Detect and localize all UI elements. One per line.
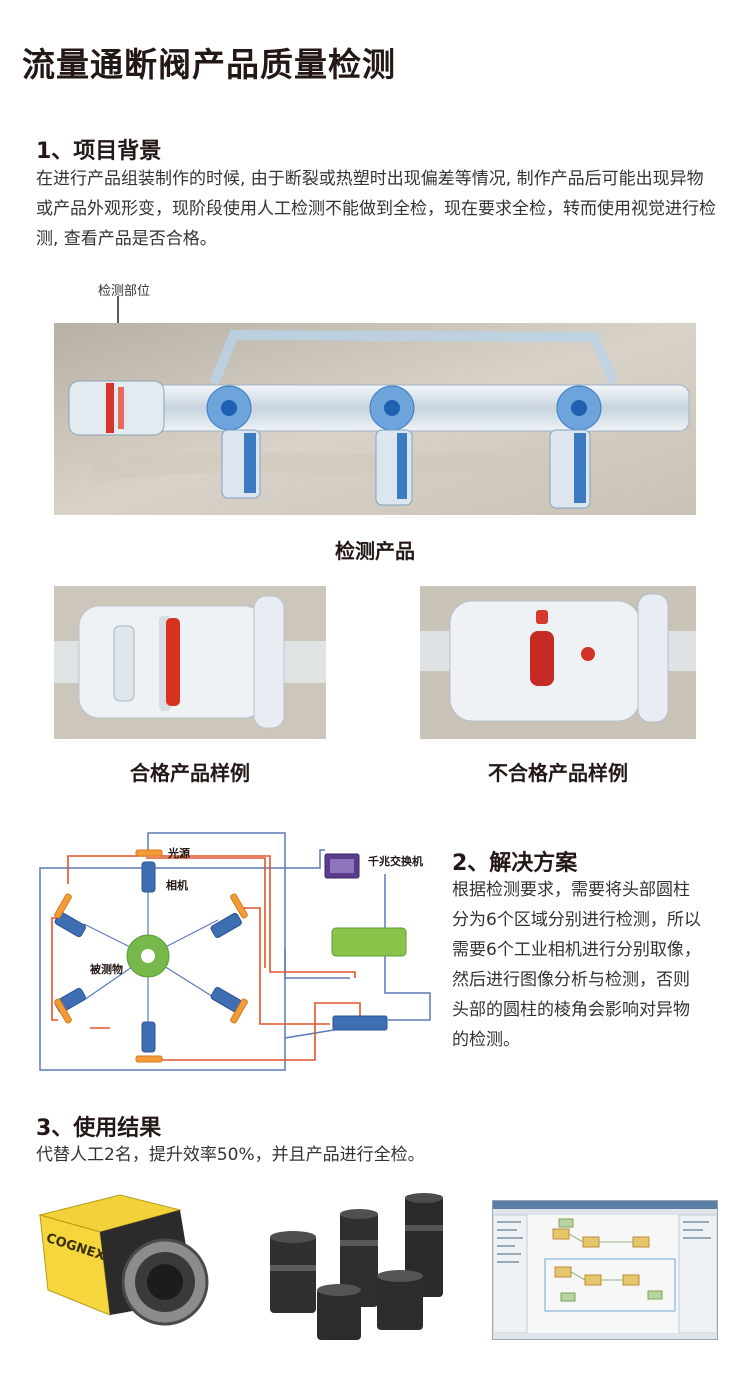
product-caption: 检测产品 xyxy=(335,539,415,563)
system-diagram xyxy=(39,832,431,1071)
section1-body: 在进行产品组装制作的时候, 由于断裂或热塑时出现偏差等情况, 制作产品后可能出现… xyxy=(36,169,716,249)
inspection-area-label: 检测部位 xyxy=(98,284,151,299)
software-screenshot-image xyxy=(492,1200,718,1340)
ng-sample-photo xyxy=(420,586,696,739)
page-title: 流量通断阀产品质量检测 xyxy=(22,45,396,84)
section2-heading: 2、解决方案 xyxy=(452,851,578,876)
camera-label: 相机 xyxy=(166,879,188,892)
ok-sample-caption: 合格产品样例 xyxy=(130,761,250,785)
object-label: 被测物 xyxy=(90,963,123,976)
product-photo xyxy=(54,323,696,515)
section1-heading: 1、项目背景 xyxy=(36,139,162,164)
section3-body: 代替人工2名，提升效率50%，并且产品进行全检。 xyxy=(36,1145,425,1165)
ok-sample-photo xyxy=(54,586,326,739)
industrial-camera-image xyxy=(30,1190,230,1330)
section2-body: 根据检测要求，需要将头部圆柱分为6个区域分别进行检测，所以需要6个工业相机进行分… xyxy=(452,880,701,1050)
switch-label: 千兆交换机 xyxy=(368,855,423,868)
section3-heading: 3、使用结果 xyxy=(36,1116,162,1141)
ng-sample-caption: 不合格产品样例 xyxy=(488,761,628,785)
light-source-label: 光源 xyxy=(168,847,190,860)
lenses-image xyxy=(265,1190,455,1342)
